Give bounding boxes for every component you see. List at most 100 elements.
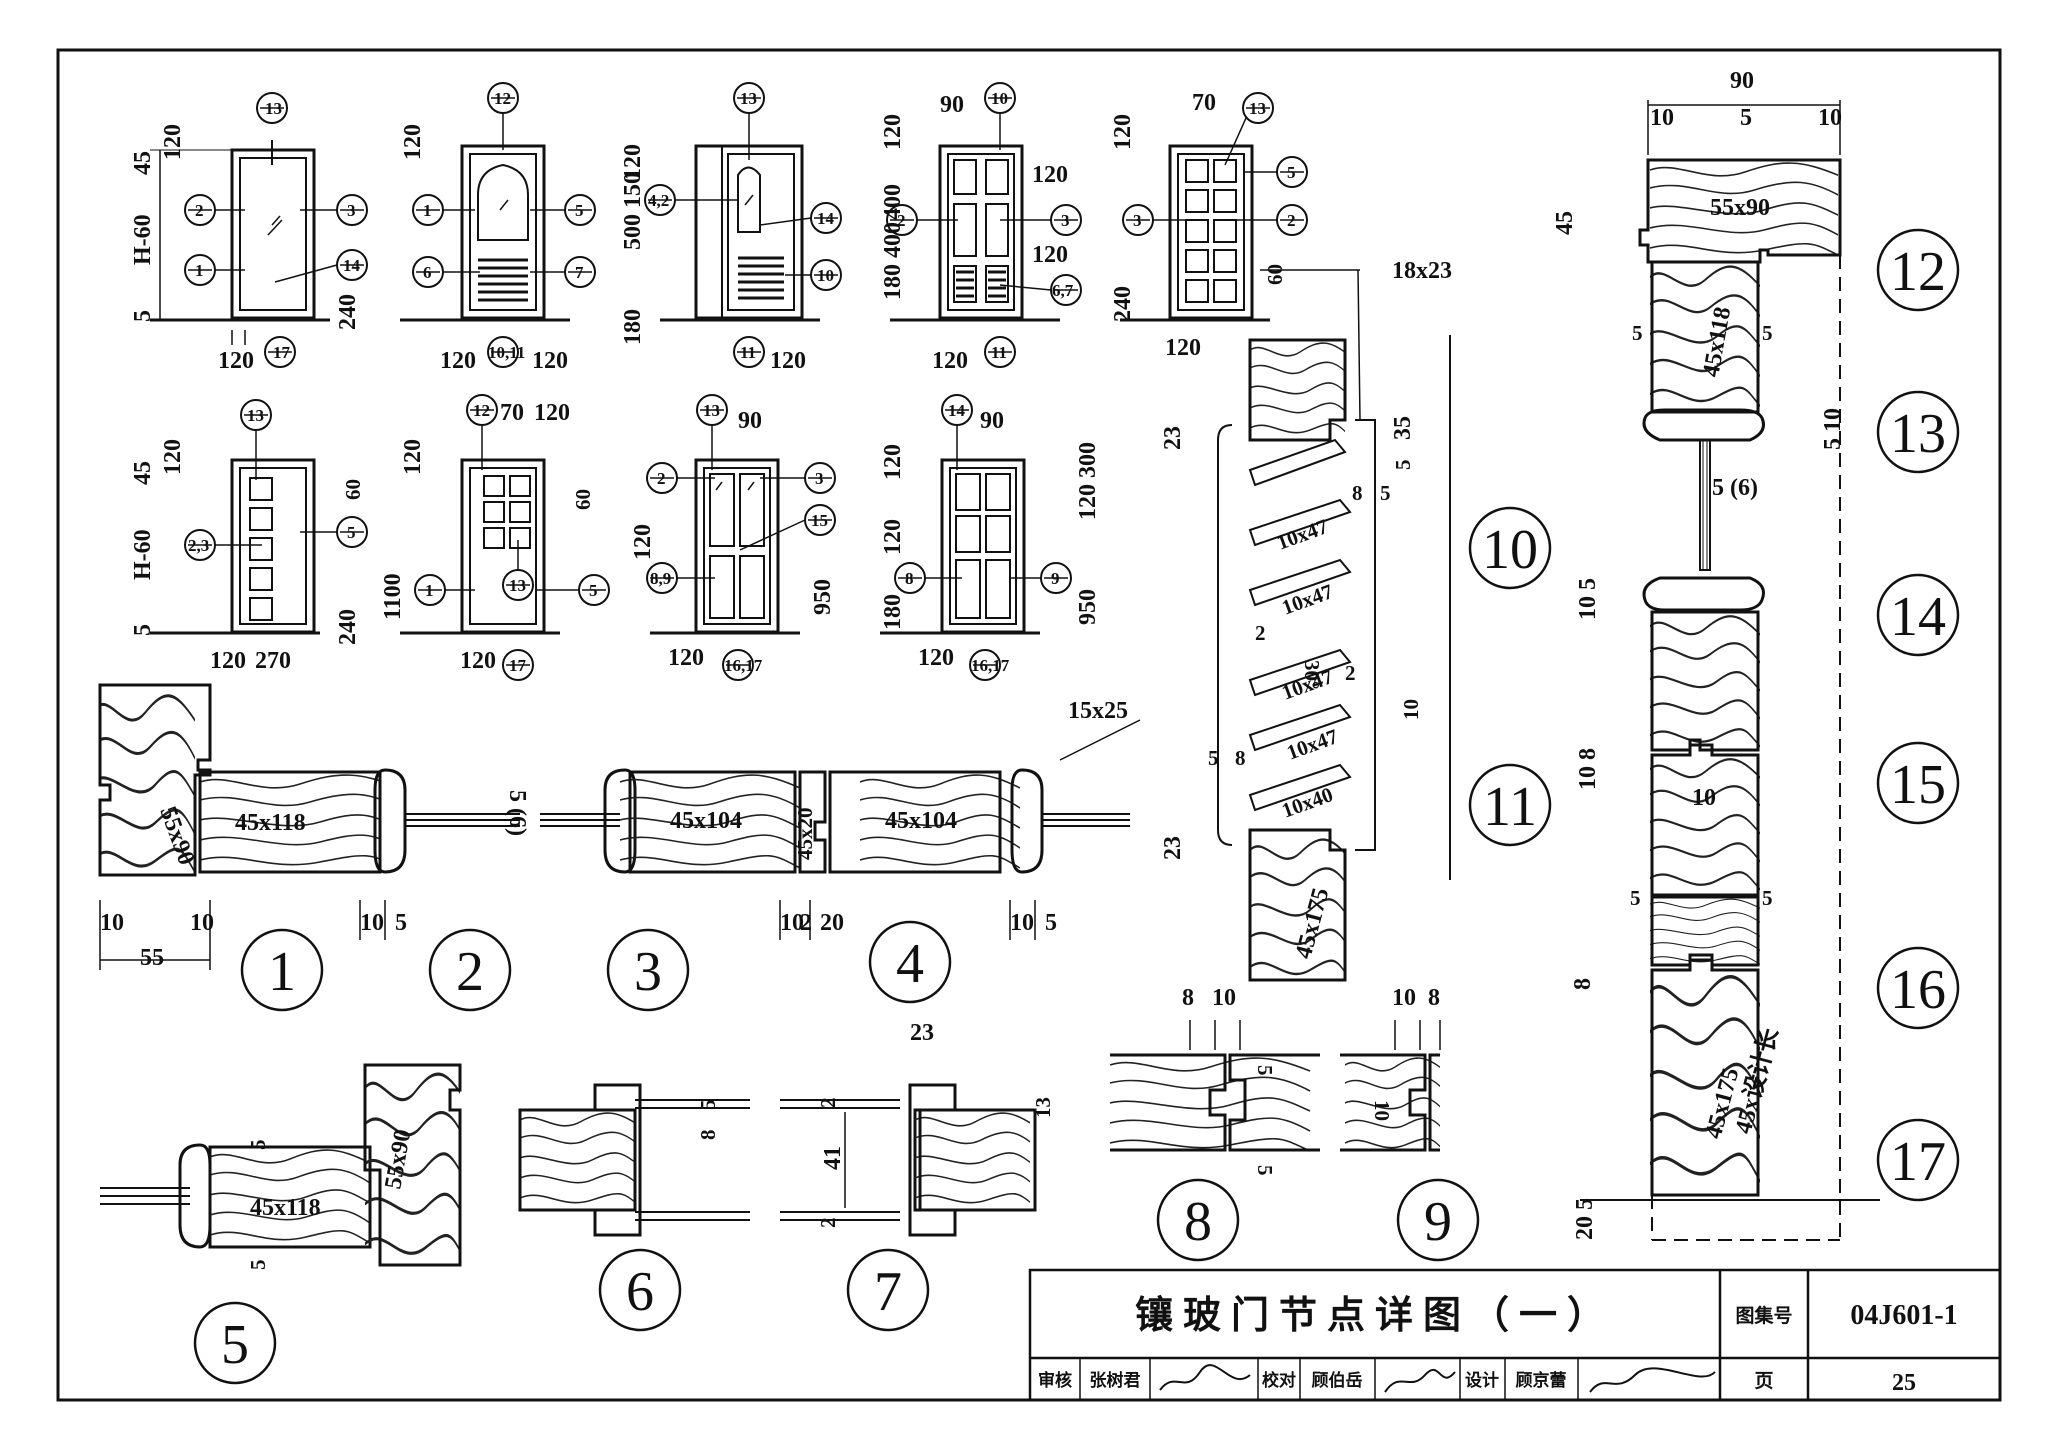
svg-text:10x40: 10x40 <box>1279 782 1337 823</box>
svg-text:15: 15 <box>811 511 828 530</box>
svg-text:10: 10 <box>100 910 124 936</box>
svg-text:120: 120 <box>880 114 906 150</box>
section-5-labels: 45x118 55x90 5 5 <box>246 1127 416 1270</box>
svg-text:17: 17 <box>1890 1131 1946 1193</box>
svg-text:41: 41 <box>820 1146 846 1170</box>
sheet-border <box>56 48 2002 1402</box>
svg-text:5: 5 <box>696 1100 720 1111</box>
svg-text:60: 60 <box>341 479 365 500</box>
svg-text:10: 10 <box>1818 105 1842 131</box>
svg-text:10,11: 10,11 <box>488 343 525 362</box>
svg-text:6: 6 <box>423 263 432 282</box>
svg-text:45x175: 45x175 <box>1291 885 1335 961</box>
svg-text:270: 270 <box>255 648 291 674</box>
door-elevation-5 <box>1120 92 1308 322</box>
svg-text:10 5: 10 5 <box>1575 578 1601 620</box>
svg-text:12: 12 <box>473 401 490 420</box>
svg-text:6: 6 <box>626 1261 654 1323</box>
section-strip-1-4 <box>98 683 1141 970</box>
svg-text:13: 13 <box>740 89 757 108</box>
svg-text:13: 13 <box>1249 99 1266 118</box>
title-block <box>1028 1268 2002 1402</box>
svg-text:2: 2 <box>195 201 204 220</box>
svg-text:10: 10 <box>817 266 834 285</box>
svg-text:5: 5 <box>395 910 407 936</box>
svg-text:17: 17 <box>273 343 291 362</box>
svg-text:120: 120 <box>400 124 426 160</box>
svg-text:2: 2 <box>816 1098 840 1109</box>
svg-text:10: 10 <box>360 910 384 936</box>
door-elevation-6 <box>150 399 368 635</box>
svg-text:5: 5 <box>221 1314 249 1376</box>
svg-text:14: 14 <box>817 209 835 228</box>
svg-text:120: 120 <box>620 144 646 180</box>
svg-text:2: 2 <box>657 469 666 488</box>
svg-text:3: 3 <box>1061 211 1070 230</box>
svg-text:120: 120 <box>160 124 186 160</box>
svg-text:120: 120 <box>1032 162 1068 188</box>
section-6-7-labels: 5 8 23 13 2 41 2 <box>696 1020 1055 1228</box>
svg-text:240: 240 <box>1110 286 1136 322</box>
svg-text:10: 10 <box>780 910 804 936</box>
svg-text:10: 10 <box>1212 985 1236 1011</box>
svg-text:120: 120 <box>1165 335 1201 361</box>
svg-text:5: 5 <box>1630 886 1641 910</box>
door-elevation-3 <box>644 82 842 368</box>
svg-text:23: 23 <box>1160 836 1186 860</box>
section-8-9 <box>1110 1020 1441 1153</box>
svg-text:10 8: 10 8 <box>1575 748 1601 790</box>
svg-text:2: 2 <box>1287 211 1296 230</box>
svg-text:120: 120 <box>534 400 570 426</box>
svg-text:2: 2 <box>1345 661 1356 685</box>
svg-text:8: 8 <box>1184 1191 1212 1253</box>
svg-text:45x104: 45x104 <box>885 808 957 834</box>
svg-text:10: 10 <box>1010 910 1034 936</box>
svg-text:9: 9 <box>1424 1191 1452 1253</box>
svg-text:45x118: 45x118 <box>235 810 306 836</box>
svg-text:13: 13 <box>703 401 720 420</box>
svg-text:14: 14 <box>1890 586 1946 648</box>
svg-text:10: 10 <box>1392 985 1416 1011</box>
svg-text:10x47: 10x47 <box>1279 579 1337 620</box>
svg-text:5: 5 <box>347 523 356 542</box>
svg-text:11: 11 <box>1483 776 1537 838</box>
svg-text:4: 4 <box>896 933 924 995</box>
svg-text:10: 10 <box>1370 1100 1394 1121</box>
svg-text:55x90: 55x90 <box>154 803 199 868</box>
svg-text:5: 5 <box>1632 321 1643 345</box>
svg-text:2: 2 <box>897 211 906 230</box>
svg-text:8: 8 <box>1352 481 1363 505</box>
elevation-1-labels: 13 21 314 17 120 45 120 H-60 5 240 <box>130 99 361 374</box>
svg-text:5: 5 <box>575 201 584 220</box>
louver-section-10-11 <box>1217 269 1451 982</box>
svg-text:2: 2 <box>816 1218 840 1229</box>
review-name: 张树君 <box>1090 1371 1141 1391</box>
svg-text:20: 20 <box>820 910 844 936</box>
svg-text:10: 10 <box>190 910 214 936</box>
svg-text:13: 13 <box>1890 403 1946 465</box>
svg-text:12: 12 <box>494 89 511 108</box>
svg-text:5: 5 <box>1762 886 1773 910</box>
stile-section-12-17 <box>1580 100 1880 1241</box>
svg-text:8: 8 <box>1235 746 1246 770</box>
svg-text:15: 15 <box>1890 754 1946 816</box>
svg-text:5: 5 <box>246 1260 270 1271</box>
elevation-5-labels: 70 13 3 52 120 120 240 60 <box>1110 90 1296 361</box>
svg-text:5: 5 <box>130 624 156 636</box>
svg-text:120: 120 <box>630 524 656 560</box>
svg-text:5 (6): 5 (6) <box>1712 475 1758 501</box>
svg-text:12: 12 <box>1890 241 1946 303</box>
svg-text:240: 240 <box>335 294 361 330</box>
svg-text:17: 17 <box>509 656 527 675</box>
svg-text:60: 60 <box>571 489 595 510</box>
svg-text:45: 45 <box>130 461 156 485</box>
svg-text:120: 120 <box>880 444 906 480</box>
svg-text:120: 120 <box>918 645 954 671</box>
svg-text:5: 5 <box>1380 481 1391 505</box>
svg-text:8: 8 <box>905 569 914 588</box>
